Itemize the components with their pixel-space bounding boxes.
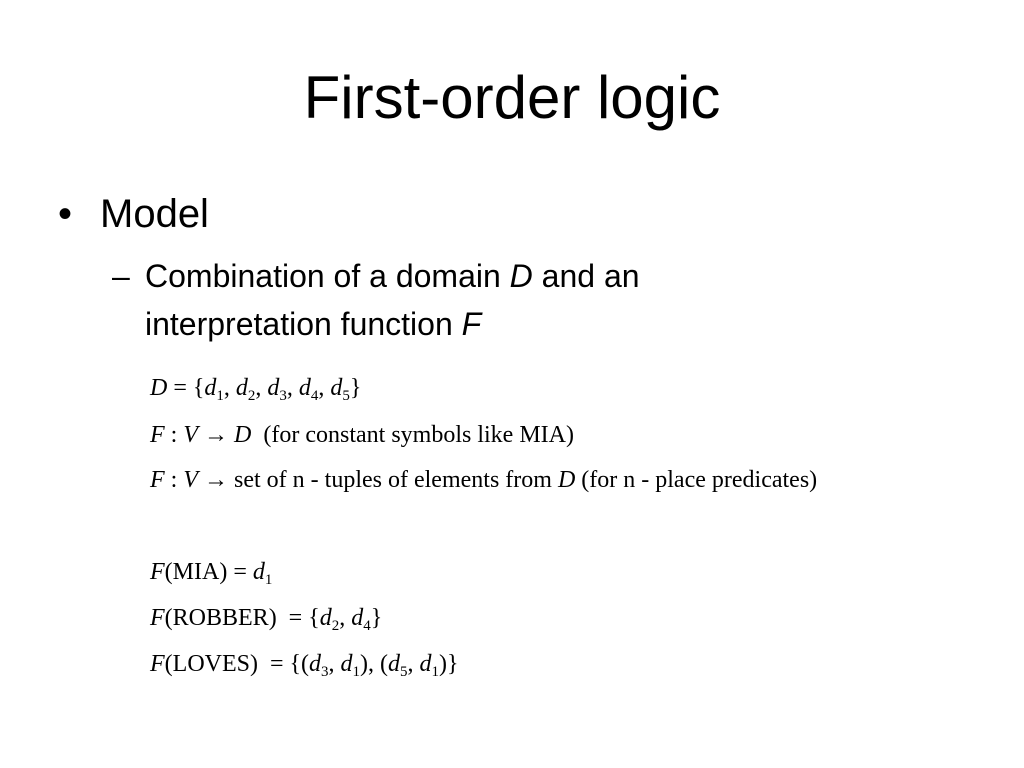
formula-text: = { xyxy=(167,375,205,401)
formula-subscript: 1 xyxy=(264,572,273,588)
formula-symbol: d xyxy=(419,651,432,677)
arrow-icon: → xyxy=(198,422,235,448)
formula-symbol: d xyxy=(388,651,401,677)
formula-note: (for n - place predicates) xyxy=(575,467,818,493)
formula-text: : xyxy=(164,422,184,448)
slide-title: First-order logic xyxy=(303,64,721,131)
formula-predicate-mapping: F : V → set of n - tuples of elements fr… xyxy=(150,465,817,495)
formula-text: , xyxy=(318,375,331,401)
sub-bullet-model-definition: – Combination of a domain D and an inter… xyxy=(112,252,832,348)
formula-subscript: 4 xyxy=(310,388,319,404)
formula-symbol: D xyxy=(557,467,576,493)
formula-text: } xyxy=(349,375,362,401)
formula-text: , xyxy=(407,651,420,677)
formula-text: , xyxy=(223,375,236,401)
formula-symbol: D xyxy=(150,375,168,401)
formula-subscript: 2 xyxy=(331,618,340,634)
formula-symbol: F xyxy=(150,467,165,493)
formula-symbol: V xyxy=(183,467,199,493)
formula-mia-assignment: F(MIA) = d1 xyxy=(150,557,273,588)
formula-text: } xyxy=(370,605,383,631)
formula-symbol: d xyxy=(319,605,332,631)
formula-symbol: V xyxy=(183,422,199,448)
formula-subscript: 1 xyxy=(431,664,440,680)
formula-symbol: d xyxy=(235,375,248,401)
formula-text: , xyxy=(328,651,341,677)
formula-text: )} xyxy=(439,651,459,677)
formula-text: , xyxy=(339,605,352,631)
bullet-model: • Model xyxy=(58,190,209,238)
formula-symbol: d xyxy=(204,375,217,401)
formula-text: (ROBBER) = { xyxy=(164,605,320,631)
formula-text: (MIA) = xyxy=(164,559,253,585)
formula-symbol: F xyxy=(150,651,165,677)
formula-symbol: F xyxy=(150,559,165,585)
formula-symbol: d xyxy=(309,651,322,677)
formula-subscript: 4 xyxy=(363,618,371,634)
formula-text: → set of n - tuples of elements from xyxy=(198,467,558,493)
sub-bullet-marker: – xyxy=(112,258,130,294)
sub-bullet-text: Combination of a domain D and an interpr… xyxy=(112,252,832,348)
formula-symbol: d xyxy=(351,605,364,631)
formula-text: ), ( xyxy=(360,651,389,677)
formula-note: (for constant symbols like MIA) xyxy=(251,422,574,448)
formula-symbol: d xyxy=(340,651,353,677)
formula-subscript: 1 xyxy=(352,664,361,680)
formula-text: (LOVES) = {( xyxy=(164,651,310,677)
formula-text: : xyxy=(164,467,184,493)
formula-subscript: 5 xyxy=(342,388,350,404)
formula-symbol: F xyxy=(150,422,165,448)
formula-symbol: d xyxy=(330,375,343,401)
sub-bullet-text-part-1: Combination of a domain xyxy=(145,258,510,294)
function-variable: F xyxy=(461,306,482,342)
domain-variable: D xyxy=(509,258,533,294)
sub-bullet-text-part-2: and an interpretation function xyxy=(145,258,640,342)
formula-subscript: 5 xyxy=(400,664,408,680)
formula-subscript: 3 xyxy=(321,664,329,680)
formula-symbol: d xyxy=(267,375,280,401)
formula-constant-mapping: F : V → D (for constant symbols like MIA… xyxy=(150,420,574,450)
formula-symbol: d xyxy=(252,559,265,585)
formula-domain: D = {d1, d2, d3, d4, d5} xyxy=(150,373,362,404)
formula-symbol: D xyxy=(234,422,252,448)
formula-text: , xyxy=(286,375,299,401)
formula-loves-assignment: F(LOVES) = {(d3, d1), (d5, d1)} xyxy=(150,649,459,680)
formula-text: , xyxy=(255,375,268,401)
formula-subscript: 3 xyxy=(279,388,287,404)
bullet-text: Model xyxy=(100,192,209,236)
formula-subscript: 2 xyxy=(247,388,256,404)
formula-symbol: d xyxy=(298,375,311,401)
formula-symbol: F xyxy=(150,605,165,631)
bullet-marker: • xyxy=(58,192,73,236)
formula-robber-assignment: F(ROBBER) = {d2, d4} xyxy=(150,603,383,634)
formula-subscript: 1 xyxy=(216,388,224,404)
